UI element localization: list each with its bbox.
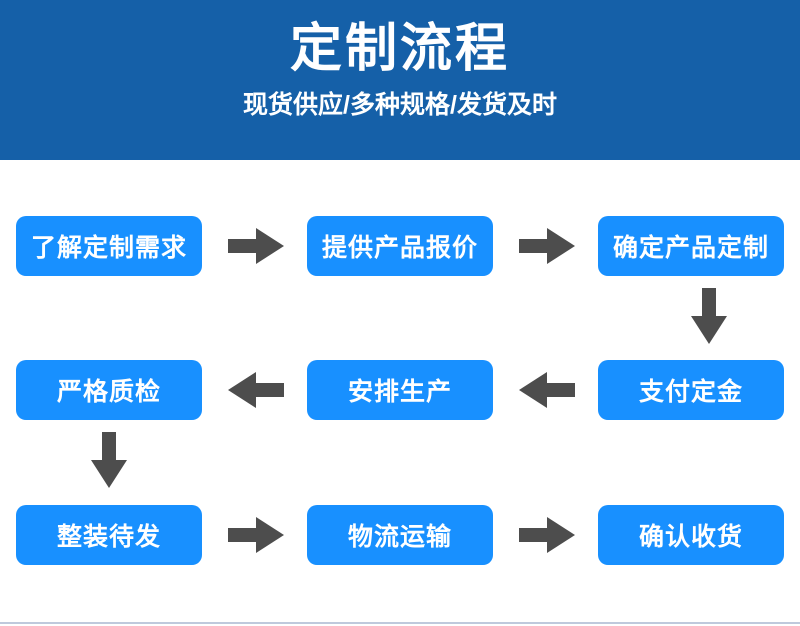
- step-box-1[interactable]: 了解定制需求: [16, 216, 202, 276]
- step-label-8: 物流运输: [347, 523, 452, 551]
- banner-header: 定制流程 现货供应/多种规格/发货及时: [0, 0, 800, 160]
- step-label-5: 安排生产: [347, 378, 452, 406]
- step-label-7: 整装待发: [56, 523, 161, 551]
- arrow-head: [547, 517, 575, 553]
- arrow-shaft: [254, 383, 284, 397]
- arrow-shaft: [228, 528, 258, 542]
- bottom-divider: [0, 622, 800, 624]
- process-flow-diagram: 了解定制需求 提供产品报价 确定产品定制 严格质检 安排: [0, 160, 800, 626]
- arrow-head: [547, 228, 575, 264]
- step-box-3[interactable]: 确定产品定制: [598, 216, 784, 276]
- arrow-shaft: [228, 239, 258, 253]
- step-box-5[interactable]: 安排生产: [307, 360, 493, 420]
- arrow-right-icon: [519, 517, 575, 553]
- arrow-down-icon: [691, 288, 727, 344]
- step-box-9[interactable]: 确认收货: [598, 505, 784, 565]
- arrow-shaft: [519, 239, 549, 253]
- step-label-4: 支付定金: [638, 378, 743, 406]
- step-box-8[interactable]: 物流运输: [307, 505, 493, 565]
- step-label-2: 提供产品报价: [321, 234, 478, 262]
- page-title: 定制流程: [289, 20, 510, 78]
- step-label-9: 确认收货: [638, 523, 743, 551]
- arrow-head: [691, 316, 727, 344]
- arrow-left-icon: [519, 372, 575, 408]
- step-box-2[interactable]: 提供产品报价: [307, 216, 493, 276]
- arrow-head: [91, 460, 127, 488]
- step-label-1: 了解定制需求: [30, 234, 187, 262]
- arrow-head: [256, 228, 284, 264]
- arrow-shaft: [702, 288, 716, 318]
- arrow-down-icon: [91, 432, 127, 488]
- arrow-head: [228, 372, 256, 408]
- arrow-right-icon: [228, 517, 284, 553]
- step-box-7[interactable]: 整装待发: [16, 505, 202, 565]
- step-label-3: 确定产品定制: [612, 234, 769, 262]
- arrow-right-icon: [228, 228, 284, 264]
- arrow-shaft: [545, 383, 575, 397]
- arrow-left-icon: [228, 372, 284, 408]
- arrow-shaft: [102, 432, 116, 462]
- page-subtitle: 现货供应/多种规格/发货及时: [243, 91, 557, 120]
- step-box-4[interactable]: 支付定金: [598, 360, 784, 420]
- step-box-6[interactable]: 严格质检: [16, 360, 202, 420]
- arrow-head: [519, 372, 547, 408]
- arrow-shaft: [519, 528, 549, 542]
- arrow-right-icon: [519, 228, 575, 264]
- step-label-6: 严格质检: [56, 378, 161, 406]
- arrow-head: [256, 517, 284, 553]
